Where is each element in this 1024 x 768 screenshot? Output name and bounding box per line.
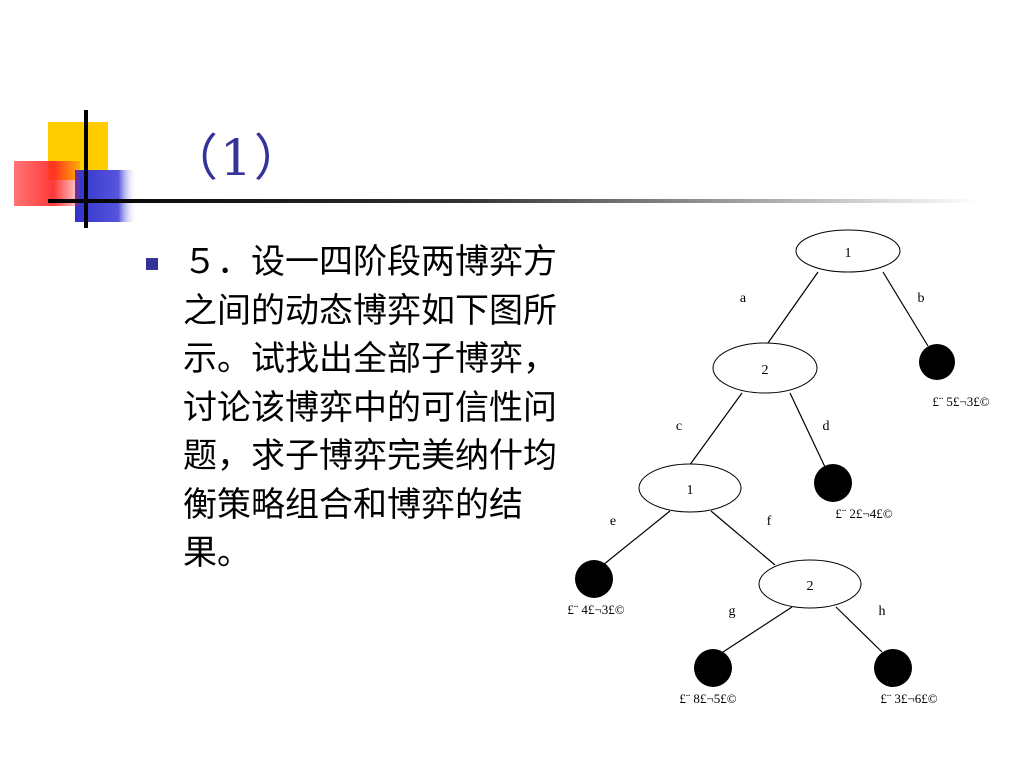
- bullet-icon: [146, 258, 158, 270]
- game-tree: 1 2 1 2 a b c d e f g h £¨ 5£¬3£© £¨ 2£¬…: [567, 229, 990, 706]
- title-underline: [48, 199, 978, 203]
- node-1-root: 1: [795, 229, 901, 273]
- edge-label-c: c: [676, 419, 682, 434]
- terminal-g: [694, 649, 732, 687]
- edge-h: [835, 606, 883, 653]
- problem-text: ５．设一四阶段两博弈方之间的动态博弈如下图所示。试找出全部子博弈，讨论该博弈中的…: [183, 242, 557, 573]
- title-decoration: [14, 110, 978, 228]
- node-label: 1: [845, 246, 852, 261]
- edge-label-e: e: [610, 514, 616, 529]
- node-1-third: 1: [638, 463, 742, 513]
- edge-label-h: h: [879, 604, 886, 619]
- edge-label-a: a: [740, 291, 747, 306]
- payoff-d: £¨ 2£¬4£©: [835, 506, 892, 521]
- node-label: 2: [807, 579, 814, 594]
- edge-label-d: d: [823, 419, 830, 434]
- payoff-g: £¨ 8£¬5£©: [679, 691, 736, 706]
- terminal-b: [919, 344, 955, 380]
- terminal-h: [874, 649, 912, 687]
- terminal-e: [575, 560, 613, 598]
- terminal-d: [814, 464, 852, 502]
- vertical-line: [84, 110, 88, 228]
- edge-g: [722, 606, 793, 653]
- red-square: [14, 161, 80, 206]
- payoff-e: £¨ 4£¬3£©: [567, 602, 624, 617]
- edge-c: [688, 392, 743, 467]
- edge-e: [602, 510, 671, 566]
- node-2-fourth: 2: [758, 559, 862, 609]
- payoff-h: £¨ 3£¬6£©: [880, 691, 937, 706]
- edge-f: [710, 510, 776, 566]
- node-2-second: 2: [712, 342, 818, 394]
- edge-label-g: g: [729, 604, 736, 619]
- slide-title: （1）: [168, 129, 306, 187]
- edge-a: [767, 271, 819, 344]
- node-label: 2: [762, 363, 769, 378]
- payoff-b: £¨ 5£¬3£©: [932, 394, 989, 409]
- edge-label-b: b: [918, 291, 925, 306]
- edge-b: [882, 271, 929, 347]
- edge-d: [789, 392, 826, 468]
- node-label: 1: [687, 483, 694, 498]
- edge-label-f: f: [767, 514, 772, 529]
